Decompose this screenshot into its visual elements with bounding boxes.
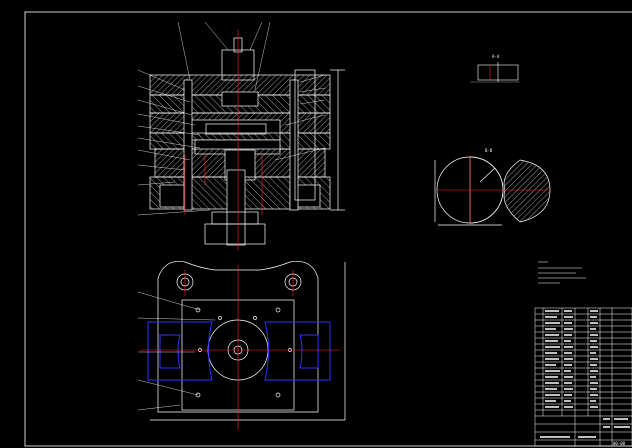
plan-centerlines bbox=[140, 265, 340, 430]
detail-b bbox=[434, 155, 551, 226]
leader-lines-left bbox=[137, 21, 271, 216]
front-section-view bbox=[149, 37, 345, 246]
section-centerlines bbox=[184, 30, 263, 250]
detail-a-label: A-A bbox=[492, 54, 500, 59]
plan-leader-lines bbox=[137, 291, 216, 411]
title-block bbox=[534, 307, 632, 447]
die-body-outline bbox=[157, 261, 319, 413]
title-block-fill bbox=[540, 310, 630, 438]
strip-outline bbox=[147, 321, 331, 381]
detail-a bbox=[470, 62, 520, 83]
tech-notes bbox=[538, 261, 586, 284]
leader-lines-right bbox=[274, 74, 326, 161]
drawing-border bbox=[24, 11, 632, 447]
detail-b-label: B-B bbox=[485, 148, 493, 153]
drawing-number: 00-00 bbox=[613, 441, 626, 446]
